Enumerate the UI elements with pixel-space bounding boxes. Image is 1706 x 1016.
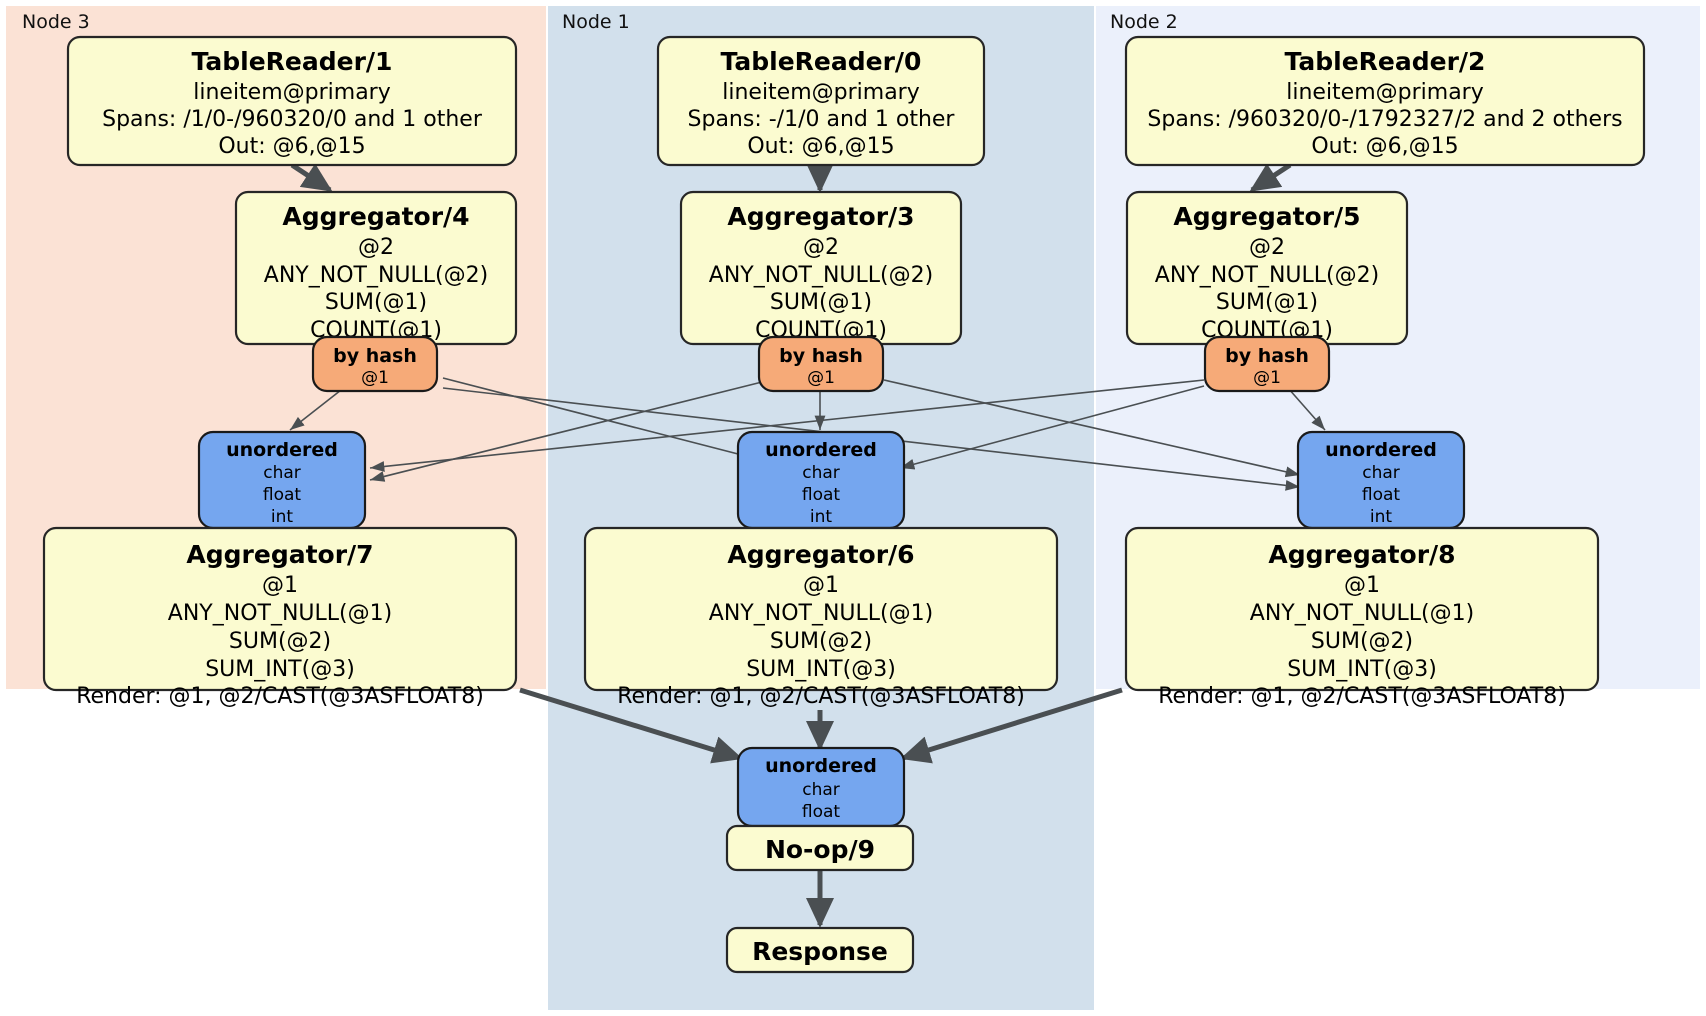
aggregator-8-title: Aggregator/8 — [1268, 540, 1455, 569]
aggregator-7-func-3: SUM_INT(@3) — [205, 657, 355, 682]
edge-tablereader2-to-aggregator5 — [1249, 162, 1292, 193]
tablereader-0-table: lineitem@primary — [722, 80, 920, 105]
node-tablereader-0[interactable]: TableReader/0 lineitem@primary Spans: -/… — [656, 35, 986, 167]
tablereader-1-spans: Spans: /1/0-/960320/0 and 1 other — [102, 107, 483, 132]
tablereader-1-out: Out: @6,@15 — [218, 134, 365, 159]
panel-label-node-3: Node 3 — [22, 11, 90, 33]
edge-aggregator8-to-final-sync — [900, 687, 1123, 764]
node-aggregator-5[interactable]: Aggregator/5 @2 ANY_NOT_NULL(@2) SUM(@1)… — [1125, 190, 1409, 346]
aggregator-4-group: @2 — [358, 235, 394, 260]
edge-tablereader1-to-aggregator4 — [290, 162, 333, 193]
synchronizer-unordered-final[interactable]: unordered char float — [736, 746, 906, 828]
aggregator-5-func-1: ANY_NOT_NULL(@2) — [1155, 263, 1379, 288]
aggregator-5-title: Aggregator/5 — [1173, 202, 1360, 231]
aggregator-4-func-2: SUM(@1) — [325, 290, 427, 315]
noop-9-title: No-op/9 — [765, 835, 875, 864]
aggregator-3-title: Aggregator/3 — [727, 202, 914, 231]
router-mid-title: by hash — [779, 345, 863, 367]
node-aggregator-6[interactable]: Aggregator/6 @1 ANY_NOT_NULL(@1) SUM(@2)… — [583, 526, 1059, 709]
aggregator-8-group: @1 — [1344, 573, 1380, 598]
sync-right-type-3: int — [1370, 507, 1392, 527]
node-tablereader-2[interactable]: TableReader/2 lineitem@primary Spans: /9… — [1124, 35, 1646, 167]
synchronizer-unordered-right[interactable]: unordered char float int — [1296, 430, 1466, 530]
edge-hash-right-to-unordered-right — [1287, 387, 1326, 431]
panel-label-node-2: Node 2 — [1110, 11, 1178, 33]
aggregator-3-func-2: SUM(@1) — [770, 290, 872, 315]
sync-left-type-3: int — [271, 507, 293, 527]
final-sync-type-2: float — [802, 802, 841, 822]
tablereader-2-title: TableReader/2 — [1285, 47, 1486, 76]
aggregator-3-group: @2 — [803, 235, 839, 260]
aggregator-8-func-2: SUM(@2) — [1311, 629, 1413, 654]
sync-mid-type-2: float — [802, 485, 841, 505]
sync-right-title: unordered — [1325, 439, 1437, 461]
aggregator-4-func-1: ANY_NOT_NULL(@2) — [264, 263, 488, 288]
aggregator-7-func-1: ANY_NOT_NULL(@1) — [168, 601, 392, 626]
sync-left-type-2: float — [263, 485, 302, 505]
synchronizer-unordered-left[interactable]: unordered char float int — [197, 430, 367, 530]
node-aggregator-8[interactable]: Aggregator/8 @1 ANY_NOT_NULL(@1) SUM(@2)… — [1124, 526, 1600, 709]
router-left-detail: @1 — [361, 368, 389, 388]
router-right-detail: @1 — [1253, 368, 1281, 388]
aggregator-7-title: Aggregator/7 — [186, 540, 373, 569]
tablereader-1-table: lineitem@primary — [193, 80, 391, 105]
router-by-hash-left[interactable]: by hash @1 — [311, 335, 439, 393]
sync-left-title: unordered — [226, 439, 338, 461]
router-by-hash-mid[interactable]: by hash @1 — [757, 335, 885, 393]
final-sync-type-1: char — [802, 780, 840, 800]
tablereader-2-table: lineitem@primary — [1286, 80, 1484, 105]
aggregator-7-func-2: SUM(@2) — [229, 629, 331, 654]
aggregator-6-group: @1 — [803, 573, 839, 598]
tablereader-0-out: Out: @6,@15 — [747, 134, 894, 159]
final-sync-title: unordered — [765, 755, 877, 777]
aggregator-8-func-3: SUM_INT(@3) — [1287, 657, 1437, 682]
aggregator-8-render: Render: @1, @2/CAST(@3ASFLOAT8) — [1158, 684, 1566, 709]
sync-mid-type-1: char — [802, 463, 840, 483]
aggregator-6-func-3: SUM_INT(@3) — [746, 657, 896, 682]
edge-hash-right-to-unordered-mid — [899, 385, 1205, 470]
node-aggregator-3[interactable]: Aggregator/3 @2 ANY_NOT_NULL(@2) SUM(@1)… — [679, 190, 963, 346]
sync-mid-title: unordered — [765, 439, 877, 461]
sync-mid-type-3: int — [810, 507, 832, 527]
router-right-title: by hash — [1225, 345, 1309, 367]
tablereader-1-title: TableReader/1 — [192, 47, 393, 76]
tablereader-0-title: TableReader/0 — [721, 47, 922, 76]
router-by-hash-right[interactable]: by hash @1 — [1203, 335, 1331, 393]
node-aggregator-4[interactable]: Aggregator/4 @2 ANY_NOT_NULL(@2) SUM(@1)… — [234, 190, 518, 346]
edge-hash-mid-to-unordered-left — [369, 381, 763, 482]
sync-right-type-1: char — [1362, 463, 1400, 483]
aggregator-7-group: @1 — [262, 573, 298, 598]
node-aggregator-7[interactable]: Aggregator/7 @1 ANY_NOT_NULL(@1) SUM(@2)… — [42, 526, 518, 709]
aggregator-3-func-1: ANY_NOT_NULL(@2) — [709, 263, 933, 288]
sync-right-type-2: float — [1362, 485, 1401, 505]
aggregator-6-title: Aggregator/6 — [727, 540, 914, 569]
edge-hash-mid-to-unordered-right — [883, 379, 1301, 478]
tablereader-2-out: Out: @6,@15 — [1311, 134, 1458, 159]
router-mid-detail: @1 — [807, 368, 835, 388]
node-noop-9[interactable]: No-op/9 — [725, 824, 915, 872]
aggregator-5-group: @2 — [1249, 235, 1285, 260]
node-response[interactable]: Response — [725, 926, 915, 974]
edge-aggregator7-to-final-sync — [519, 687, 743, 764]
sync-left-type-1: char — [263, 463, 301, 483]
tablereader-2-spans: Spans: /960320/0-/1792327/2 and 2 others — [1147, 107, 1622, 132]
aggregator-6-func-2: SUM(@2) — [770, 629, 872, 654]
response-title: Response — [752, 937, 888, 966]
aggregator-6-render: Render: @1, @2/CAST(@3ASFLOAT8) — [617, 684, 1025, 709]
aggregator-5-func-2: SUM(@1) — [1216, 290, 1318, 315]
node-tablereader-1[interactable]: TableReader/1 lineitem@primary Spans: /1… — [66, 35, 518, 167]
aggregator-4-title: Aggregator/4 — [282, 202, 469, 231]
aggregator-6-func-1: ANY_NOT_NULL(@1) — [709, 601, 933, 626]
synchronizer-unordered-mid[interactable]: unordered char float int — [736, 430, 906, 530]
aggregator-7-render: Render: @1, @2/CAST(@3ASFLOAT8) — [76, 684, 484, 709]
tablereader-0-spans: Spans: -/1/0 and 1 other — [688, 107, 956, 132]
router-left-title: by hash — [333, 345, 417, 367]
aggregator-8-func-1: ANY_NOT_NULL(@1) — [1250, 601, 1474, 626]
panel-label-node-1: Node 1 — [562, 11, 630, 33]
edge-hash-right-to-unordered-left — [369, 379, 1205, 472]
